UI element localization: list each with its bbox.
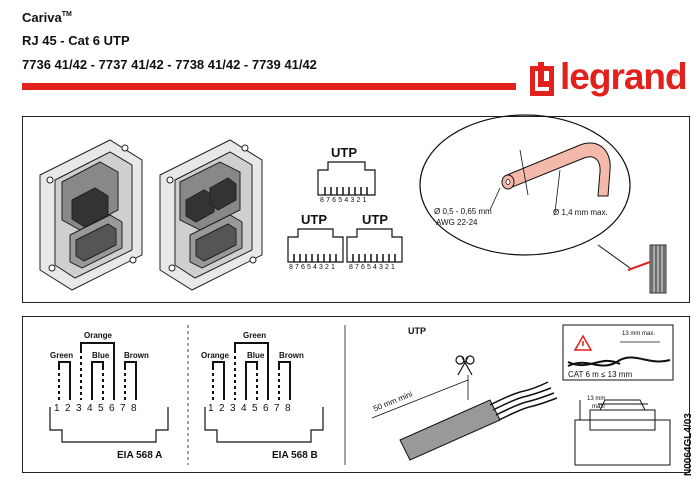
eia-568b-diagram [204,342,324,443]
legrand-logo [530,62,554,96]
eia-b-pin: 2 [219,403,225,414]
product-subtitle: RJ 45 - Cat 6 UTP [22,33,130,48]
maxi-length-label: 13 mm [587,396,606,402]
jack-side-view [574,399,671,466]
eia-a-color-orange: Orange [84,331,113,340]
eia-a-color-brown: Brown [124,351,149,360]
eia-b-pin: 4 [241,403,247,414]
utp-label-top: UTP [331,145,357,160]
eia-b-color-green: Green [243,331,267,340]
cable-detail [419,114,631,269]
eia-a-pin: 8 [131,403,137,414]
eia-b-pin: 1 [208,403,214,414]
cat-rule-label: CAT 6 m ≤ 13 mm [568,370,633,379]
maxi-label: maxi [592,404,605,410]
eia-a-pin: 1 [54,403,60,414]
utp-connector-right [346,228,403,263]
eia-a-pin: 4 [87,403,93,414]
wire-bundle [627,244,667,294]
pin-numbers-left: 87654321 [289,264,337,271]
untwist-warning [562,324,674,381]
pin-numbers-right: 87654321 [349,264,397,271]
top-panel [22,116,690,303]
eia-568b-label: EIA 568 B [272,450,318,461]
jack-module-left [39,139,143,291]
eia-568a-label: EIA 568 A [117,450,163,461]
eia-a-pin: 2 [65,403,71,414]
pin-numbers-top: 87654321 [320,197,369,204]
header-red-bar [22,83,516,90]
eia-b-pin: 3 [230,403,236,414]
utp-label-right: UTP [362,212,388,227]
registered-mark: ® [672,68,679,78]
wire-diameter-label: Ø 0,5 - 0,65 mm [434,207,492,216]
eia-a-pin: 6 [109,403,115,414]
brand-name: legrand [560,56,688,97]
utp-label-left: UTP [301,212,327,227]
cable-diameter-label: Ø 1,4 mm max. [553,208,608,217]
eia-a-pin: 5 [98,403,104,414]
eia-b-color-brown: Brown [279,351,304,360]
eia-b-color-orange: Orange [201,351,230,360]
strip-utp-title: UTP [408,326,426,336]
eia-b-pin: 8 [285,403,291,414]
bottom-panel [22,316,690,473]
eia-568a-diagram [49,342,169,443]
eia-a-color-green: Green [50,351,74,360]
eia-b-color-blue: Blue [247,351,265,360]
eia-b-pin: 7 [274,403,280,414]
document-code: N0064GL4/03 [683,413,694,476]
eia-a-pin: 7 [120,403,126,414]
product-references: 7736 41/42 - 7737 41/42 - 7738 41/42 - 7… [22,57,317,72]
eia-a-pin: 3 [76,403,82,414]
awg-label: AWG 22-24 [436,218,478,227]
utp-connector-top [317,161,376,196]
untwist-max-label: 13 mm max. [622,331,656,337]
eia-a-color-blue: Blue [92,351,110,360]
product-title: CarivaTM [22,10,72,25]
eia-b-pin: 6 [263,403,269,414]
utp-connector-left [287,228,344,263]
strip-diagram [371,355,558,461]
jack-module-right [159,139,263,291]
eia-b-pin: 5 [252,403,258,414]
